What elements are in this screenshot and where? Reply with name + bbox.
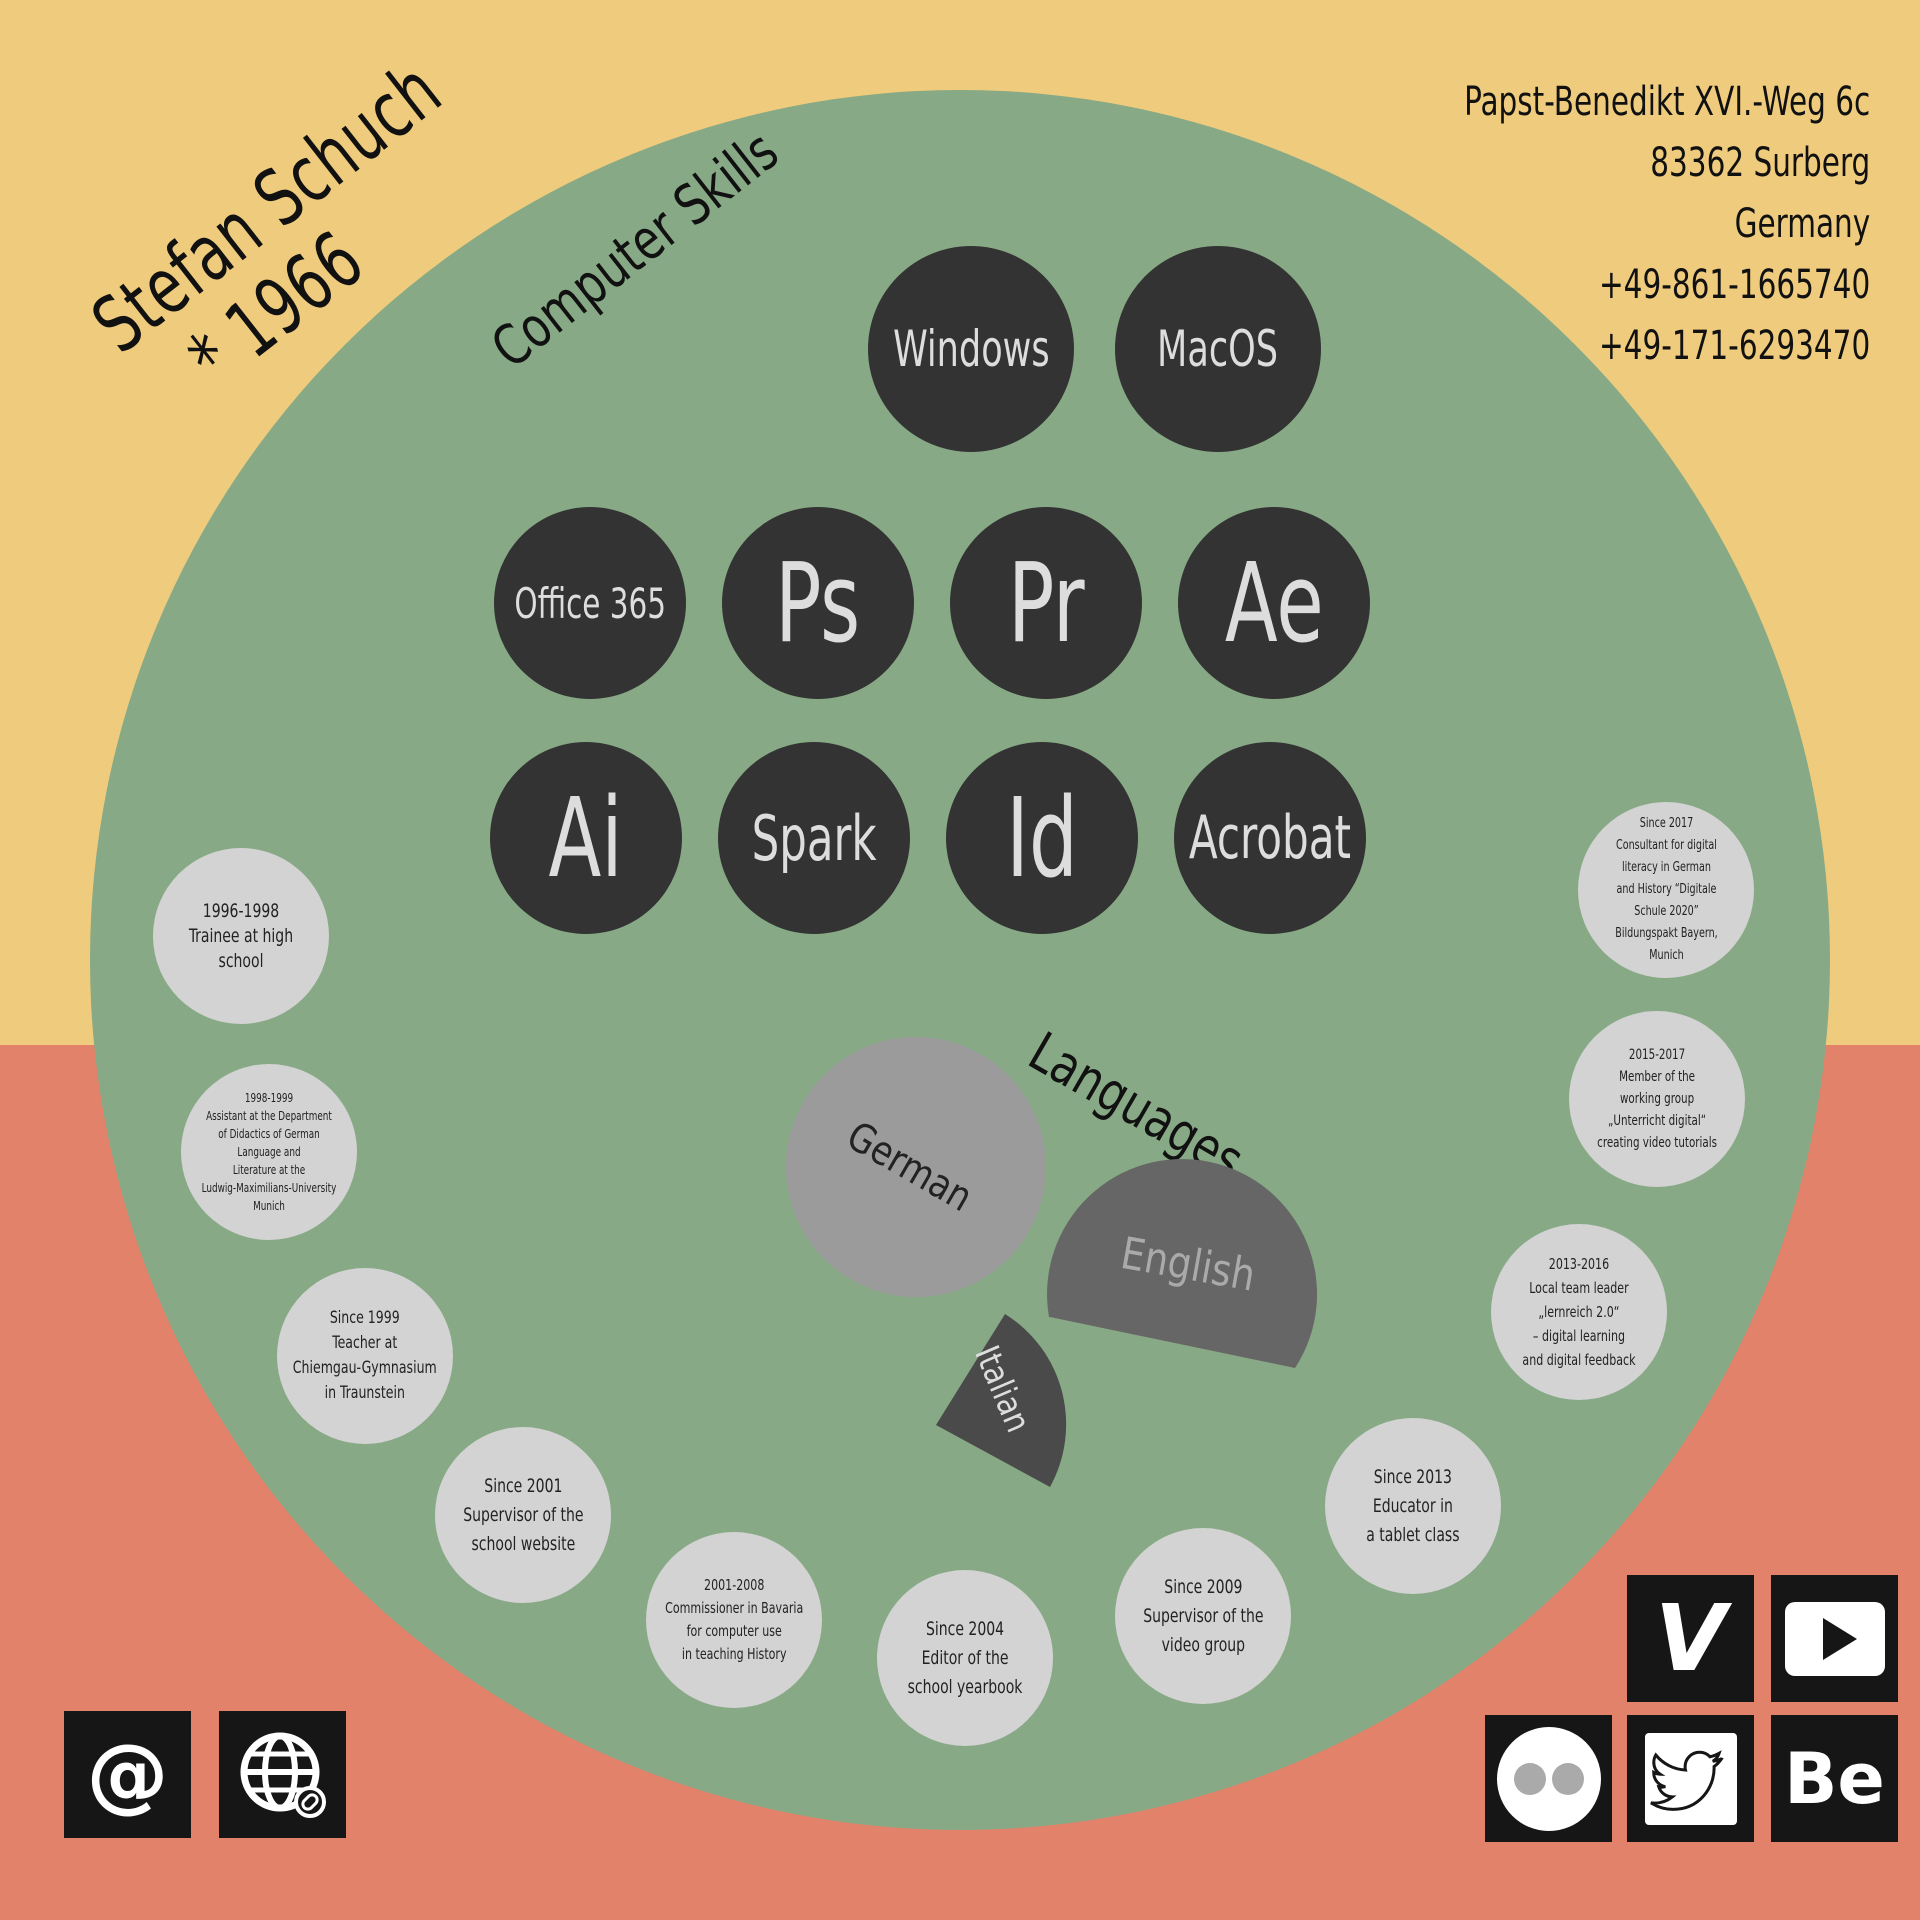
phone-landline: +49-861-1665740 [1598, 262, 1870, 308]
flickr-button[interactable] [1485, 1715, 1612, 1842]
timeline-1999: Since 1999 Teacher at Chiemgau-Gymnasium… [277, 1268, 453, 1444]
globe-link-icon [240, 1732, 326, 1818]
skill-spark: Spark [718, 742, 910, 934]
email-button[interactable]: @ [64, 1711, 191, 1838]
vimeo-icon: V [1654, 1584, 1727, 1692]
skill-office365: Office 365 [494, 507, 686, 699]
website-button[interactable] [219, 1711, 346, 1838]
address-city: 83362 Surberg [1650, 140, 1870, 186]
skill-aftereffects: Ae [1178, 507, 1370, 699]
youtube-icon [1784, 1601, 1885, 1676]
vimeo-button[interactable]: V [1627, 1575, 1754, 1702]
skill-illustrator: Ai [490, 742, 682, 934]
skill-macos: MacOS [1115, 246, 1321, 452]
skill-premiere: Pr [950, 507, 1142, 699]
timeline-2013-tablet: Since 2013 Educator in a tablet class [1325, 1418, 1501, 1594]
skill-windows: Windows [868, 246, 1074, 452]
language-german-circle [786, 1037, 1046, 1297]
timeline-2001-2008: 2001-2008 Commissioner in Bavaria for co… [646, 1532, 822, 1708]
twitter-button[interactable] [1627, 1715, 1754, 1842]
skill-indesign: Id [946, 742, 1138, 934]
language-italian-slice [936, 1314, 1067, 1487]
phone-mobile: +49-171-6293470 [1598, 323, 1870, 369]
youtube-button[interactable] [1771, 1575, 1898, 1702]
twitter-icon [1644, 1732, 1737, 1825]
flickr-icon [1496, 1726, 1601, 1831]
timeline-2015-2017: 2015-2017 Member of the working group „U… [1569, 1011, 1745, 1187]
timeline-2013-2016: 2013-2016 Local team leader „lernreich 2… [1491, 1224, 1667, 1400]
address-street: Papst-Benedikt XVI.-Weg 6c [1463, 79, 1870, 125]
timeline-1998: 1998-1999 Assistant at the Department of… [181, 1064, 357, 1240]
address-block: Papst-Benedikt XVI.-Weg 6c 83362 Surberg… [1375, 72, 1870, 377]
timeline-2004: Since 2004 Editor of the school yearbook [877, 1570, 1053, 1746]
timeline-2017: Since 2017 Consultant for digital litera… [1578, 802, 1754, 978]
skill-photoshop: Ps [722, 507, 914, 699]
at-icon: @ [86, 1726, 169, 1822]
behance-button[interactable]: Be [1771, 1715, 1898, 1842]
behance-icon: Be [1784, 1737, 1885, 1820]
skill-acrobat: Acrobat [1174, 742, 1366, 934]
address-country: Germany [1734, 201, 1870, 247]
timeline-2001-website: Since 2001 Supervisor of the school webs… [435, 1427, 611, 1603]
timeline-2009: Since 2009 Supervisor of the video group [1115, 1528, 1291, 1704]
timeline-1996: 1996-1998 Trainee at high school [153, 848, 329, 1024]
language-english-shape [1047, 1175, 1309, 1368]
